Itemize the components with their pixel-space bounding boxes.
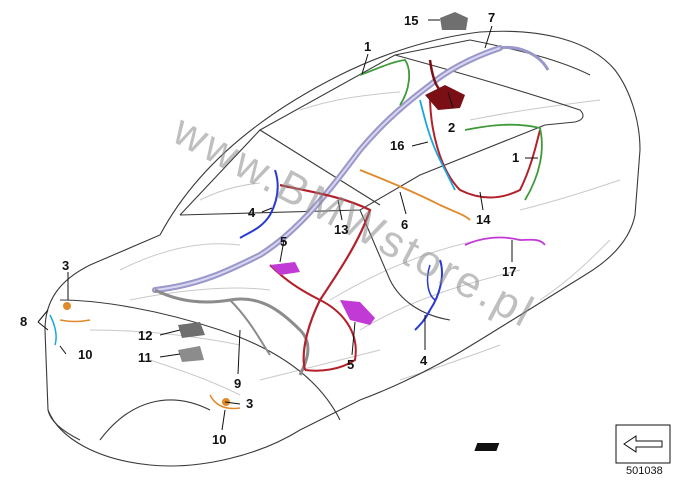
antenna-cable	[359, 59, 543, 201]
door-harness-blue	[239, 169, 443, 331]
orange-harness	[59, 169, 471, 410]
callout-1-rear: 1	[512, 150, 519, 165]
callout-7: 7	[488, 10, 495, 25]
main-wiring-harness	[152, 45, 550, 376]
callout-17: 17	[502, 264, 516, 279]
document-number: 501038	[626, 465, 663, 477]
grey-components	[178, 12, 468, 362]
leader-lines	[37, 19, 538, 431]
callout-8: 8	[20, 314, 27, 329]
callout-5-lower: 5	[347, 357, 354, 372]
callout-2: 2	[448, 120, 455, 135]
callout-10-lower: 10	[212, 432, 226, 447]
callout-3-lower: 3	[246, 396, 253, 411]
callout-10-front: 10	[78, 347, 92, 362]
document-number-box: 501038	[474, 424, 671, 477]
callout-11: 11	[138, 350, 152, 365]
callout-14: 14	[476, 212, 491, 227]
callout-4-front: 4	[248, 205, 256, 220]
roof-module-harness	[425, 59, 465, 110]
callout-4-rear: 4	[420, 353, 428, 368]
callout-labels: 1 1 2 3 3 4 4 5 5 6 7 8 9 10 10 11 12 13…	[20, 10, 519, 447]
callout-3-front: 3	[62, 258, 69, 273]
callout-5-upper: 5	[280, 234, 287, 249]
arrow-icon	[623, 435, 663, 453]
callout-12: 12	[138, 328, 152, 343]
callout-16: 16	[390, 138, 404, 153]
background-detail	[89, 91, 621, 396]
cyan-harness	[49, 99, 456, 346]
callout-6: 6	[401, 217, 408, 232]
callout-13: 13	[334, 222, 348, 237]
callout-9: 9	[234, 376, 241, 391]
car-body-outline	[44, 30, 641, 467]
callout-15: 15	[404, 13, 418, 28]
magenta-harness	[270, 236, 546, 325]
callout-1-roof: 1	[364, 39, 371, 54]
